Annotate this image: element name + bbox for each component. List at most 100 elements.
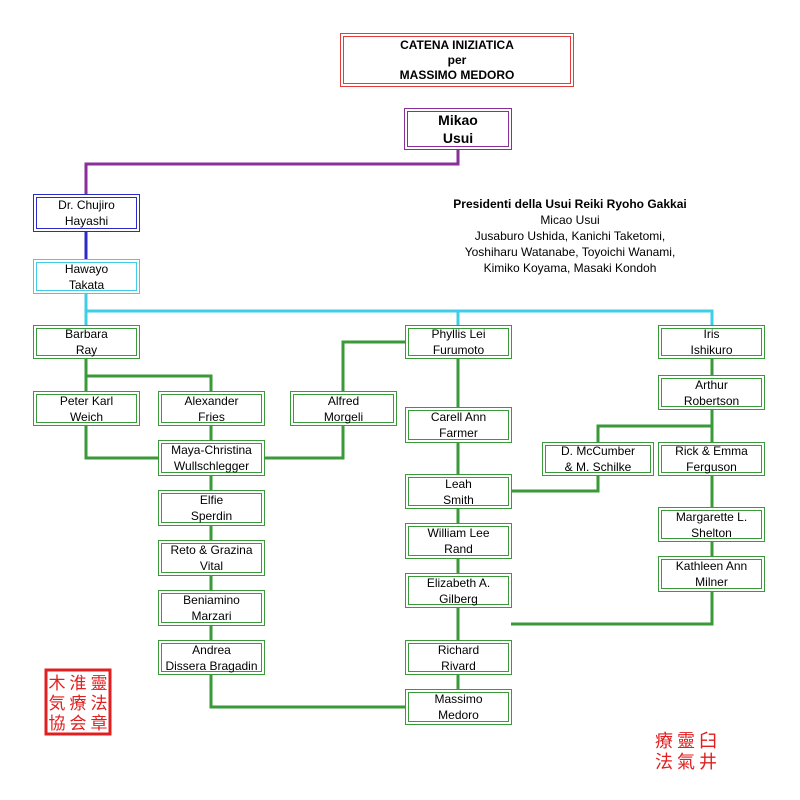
node-usui-line-1: Mikao [438, 112, 478, 128]
node-bragadin: Andrea Dissera Bragadin [158, 640, 265, 675]
node-smith-line-1: Leah [445, 476, 472, 491]
node-shelton: Margarette L. Shelton [658, 507, 765, 542]
node-morgeli-line-1: Alfred [327, 393, 360, 408]
node-fries-line-2: Fries [198, 409, 225, 424]
node-farmer-line-1: Carell Ann [430, 410, 487, 424]
connector-weich-wullschlegger [84, 425, 160, 460]
node-vital-line-2: Vital [199, 559, 224, 573]
seal-left-glyph-3: 靈 [91, 674, 108, 694]
seal-right-glyph-6: 法 [655, 752, 673, 772]
seal-right: 臼 靈 療 井 氣 法 [655, 731, 717, 772]
connector-bragadin-medoro [209, 674, 406, 709]
node-gilberg-line-2: Gilberg [439, 591, 478, 606]
node-furumoto-line-1: Phyllis Lei [431, 327, 486, 341]
node-furumoto-line-2: Furumoto [432, 343, 485, 357]
connector-robertson-mccumber [596, 424, 712, 443]
node-smith: Leah Smith [405, 474, 512, 509]
node-takata-line-2: Takata [68, 277, 105, 292]
node-fries: Alexander Fries [158, 391, 265, 426]
node-smith-line-2: Smith [443, 492, 474, 507]
node-weich: Peter Karl Weich [33, 391, 140, 426]
seal-right-glyph-3: 療 [655, 731, 673, 752]
title-box: CATENA INIZIATICA per MASSIMO MEDORO [340, 33, 574, 87]
node-robertson-line-1: Arthur [695, 377, 728, 392]
title-line-1: CATENA INIZIATICA [400, 37, 514, 52]
node-marzari: Beniamino Marzari [158, 590, 265, 626]
node-ferguson: Rick & Emma Ferguson [658, 442, 765, 476]
seal-left-glyph-6: 法 [91, 694, 108, 714]
node-rand-line-2: Rand [444, 542, 473, 556]
seal-right-glyph-5: 氣 [677, 752, 695, 772]
seal-left-glyph-5: 療 [70, 694, 87, 714]
node-hayashi: Dr. Chujiro Hayashi [33, 194, 140, 232]
node-shelton-line-1: Margarette L. [675, 509, 748, 524]
presidents-line-4: Kimiko Koyama, Masaki Kondoh [483, 261, 657, 275]
node-sperdin-line-1: Elfie [199, 493, 224, 507]
seal-right-glyph-4: 井 [699, 752, 717, 772]
seal-right-glyph-2: 靈 [677, 731, 695, 752]
node-vital-line-1: Reto & Grazina [170, 543, 253, 557]
node-wullschlegger-line-2: Wullschlegger [173, 459, 250, 473]
node-morgeli: Alfred Morgeli [290, 391, 397, 426]
node-farmer: Carell Ann Farmer [405, 407, 512, 443]
node-ray-line-2: Ray [75, 343, 98, 357]
node-medoro-line-1: Massimo [434, 692, 483, 706]
title-line-3: MASSIMO MEDORO [399, 67, 515, 82]
node-rand-line-1: William Lee [427, 526, 490, 540]
connector-mccumber-smith [511, 475, 600, 493]
node-farmer-line-2: Farmer [439, 426, 478, 440]
node-bragadin-line-1: Andrea [192, 642, 231, 657]
node-rivard-line-1: Richard [437, 642, 480, 657]
node-marzari-line-2: Marzari [191, 609, 232, 623]
presidents-info: Presidenti della Usui Reiki Ryoho Gakkai… [420, 196, 720, 276]
node-hayashi-line-1: Dr. Chujiro [58, 198, 115, 212]
node-ferguson-line-2: Ferguson [686, 460, 737, 474]
node-gilberg: Elizabeth A. Gilberg [405, 573, 512, 608]
connector-morgeli-wullschlegger [263, 425, 345, 460]
node-wullschlegger: Maya-Christina Wullschlegger [158, 440, 265, 476]
connector-furumoto-morgeli [341, 340, 406, 392]
node-vital: Reto & Grazina Vital [158, 540, 265, 576]
seal-left: 木 淮 靈 気 療 法 協 会 章 [44, 668, 112, 736]
node-furumoto: Phyllis Lei Furumoto [405, 325, 512, 359]
seal-left-glyph-7: 協 [49, 714, 66, 734]
node-ray: Barbara Ray [33, 325, 140, 359]
node-ray-line-1: Barbara [65, 327, 108, 341]
node-mccumber-line-2: & M. Schilke [564, 460, 632, 474]
node-takata: Hawayo Takata [33, 259, 140, 294]
node-ferguson-line-1: Rick & Emma [675, 444, 748, 458]
node-weich-line-1: Peter Karl [59, 393, 114, 408]
node-milner-line-2: Milner [695, 575, 728, 589]
node-milner-line-1: Kathleen Ann [675, 559, 748, 573]
node-rand: William Lee Rand [405, 523, 512, 559]
node-marzari-line-1: Beniamino [183, 593, 240, 607]
node-fries-line-1: Alexander [184, 393, 239, 408]
node-usui-line-2: Usui [442, 130, 474, 146]
node-wullschlegger-line-1: Maya-Christina [171, 443, 252, 457]
connector-takata-masters [84, 293, 714, 326]
node-medoro: Massimo Medoro [405, 689, 512, 725]
node-ishikuro-line-1: Iris [703, 327, 720, 341]
seal-left-glyph-2: 淮 [70, 674, 87, 694]
title-line-2: per [447, 52, 467, 67]
presidents-line-1: Micao Usui [540, 213, 600, 227]
node-gilberg-line-1: Elizabeth A. [426, 575, 491, 590]
node-ishikuro: Iris Ishikuro [658, 325, 765, 359]
node-mccumber: D. McCumber & M. Schilke [542, 442, 654, 476]
node-robertson: Arthur Robertson [658, 375, 765, 410]
node-morgeli-line-2: Morgeli [323, 409, 364, 424]
node-mccumber-line-1: D. McCumber [560, 444, 635, 458]
node-rivard: Richard Rivard [405, 640, 512, 675]
node-milner: Kathleen Ann Milner [658, 556, 765, 592]
node-usui: Mikao Usui [404, 108, 512, 150]
node-robertson-line-2: Robertson [683, 393, 740, 408]
node-shelton-line-2: Shelton [691, 525, 732, 540]
node-medoro-line-2: Medoro [438, 708, 479, 722]
presidents-line-3: Yoshiharu Watanabe, Toyoichi Wanami, [464, 245, 676, 259]
node-sperdin: Elfie Sperdin [158, 490, 265, 526]
node-hayashi-line-2: Hayashi [64, 214, 109, 228]
connector-usui-hayashi [84, 149, 460, 195]
node-rivard-line-2: Rivard [441, 658, 476, 673]
seal-left-glyph-1: 木 [49, 674, 66, 694]
